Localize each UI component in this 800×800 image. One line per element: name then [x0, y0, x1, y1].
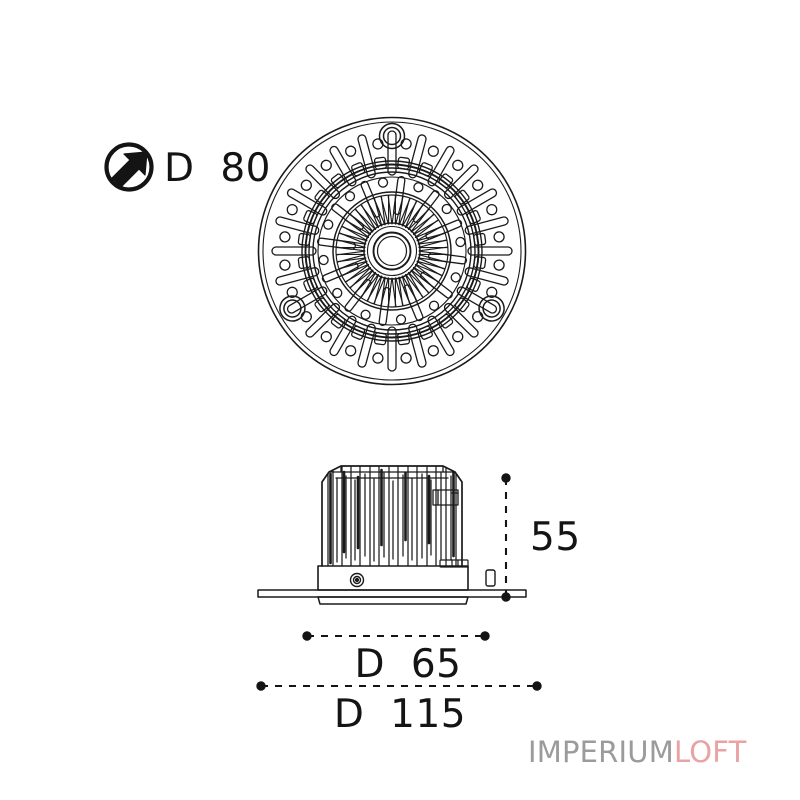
dimension-label-cutout-diameter: D 65 — [354, 642, 462, 687]
watermark-secondary-text: LOFT — [673, 735, 747, 769]
watermark-primary-text: IMPERIUM — [528, 735, 674, 769]
beam-angle-icon-slot — [104, 143, 154, 193]
mounting-flange — [257, 589, 527, 605]
dimension-label-outer-diameter: D 115 — [333, 692, 467, 737]
dimension-line-height — [501, 473, 511, 602]
mounting-boss-group — [279, 122, 505, 322]
side-tab — [485, 569, 496, 587]
dimension-label-height: 55 — [530, 515, 581, 560]
watermark-logo: IMPERIUMLOFT — [528, 735, 747, 769]
side-view-group — [257, 465, 527, 605]
housing-body — [317, 565, 469, 591]
set-screw-icon — [349, 572, 365, 588]
center-aperture — [363, 222, 421, 280]
beam-angle-arrow-icon — [104, 142, 154, 192]
beam-angle-label: D 80 — [164, 145, 271, 191]
radial-fin-hub — [332, 191, 452, 311]
internal-bracket — [432, 489, 459, 506]
top-view-group — [257, 116, 527, 386]
heatsink-body — [321, 465, 463, 567]
dimension-lines-group — [256, 473, 542, 691]
connector-block — [439, 559, 469, 568]
dimension-line-cutout — [302, 631, 490, 641]
heatsink-fins — [327, 466, 457, 566]
beam-angle-badge: D 80 — [104, 139, 344, 197]
dimension-line-outer — [256, 681, 542, 691]
